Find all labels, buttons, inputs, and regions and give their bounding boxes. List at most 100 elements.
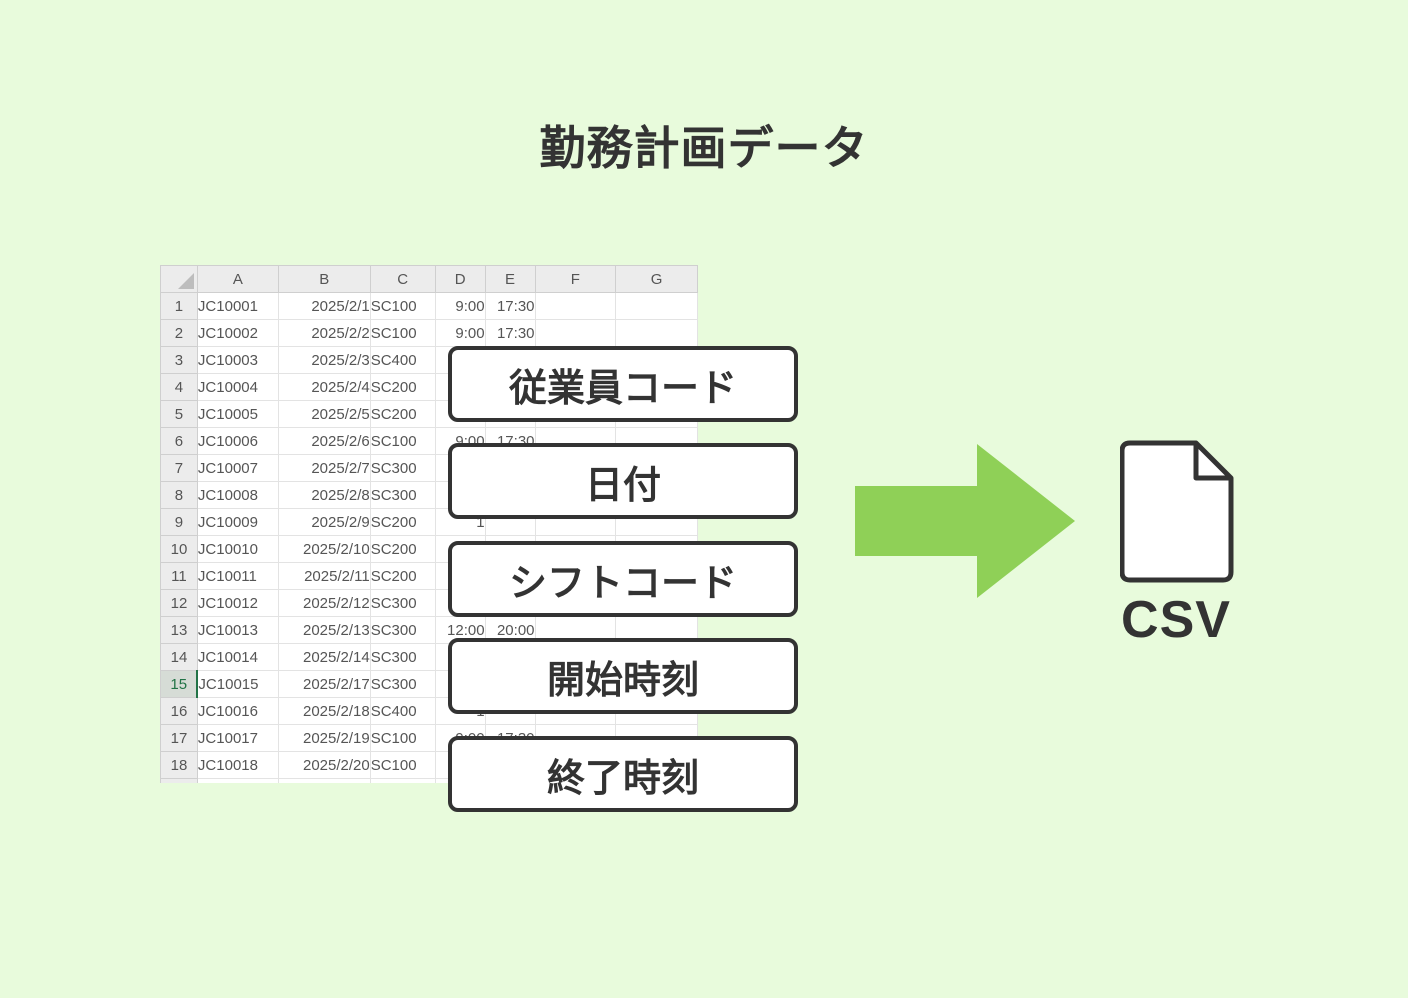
table-cell[interactable]: JC10016 [196,697,279,725]
row-header[interactable]: 16 [160,697,198,725]
row-header[interactable]: 10 [160,535,198,563]
table-cell[interactable]: SC300 [369,454,436,482]
right-arrow-icon [855,444,1075,598]
row-header[interactable]: 19 [160,778,198,783]
row-header[interactable]: 8 [160,481,198,509]
table-cell[interactable]: SC300 [369,616,436,644]
row-header[interactable]: 14 [160,643,198,671]
table-cell[interactable]: SC400 [369,778,436,783]
table-cell[interactable]: 2025/2/12 [277,589,371,617]
table-cell[interactable]: SC100 [369,751,436,779]
table-cell[interactable]: 2025/2/10 [277,535,371,563]
table-cell[interactable] [534,292,617,320]
row-header[interactable]: 6 [160,427,198,455]
page-title: 勤務計画データ [539,121,869,175]
table-cell[interactable] [534,319,617,347]
table-cell[interactable]: 17:30 [484,292,536,320]
table-cell[interactable]: 2025/2/18 [277,697,371,725]
table-cell[interactable]: SC100 [369,427,436,455]
table-cell[interactable]: 9:00 [434,292,486,320]
row-header[interactable]: 12 [160,589,198,617]
table-cell[interactable]: SC300 [369,481,436,509]
table-cell[interactable]: 2025/2/1 [277,292,371,320]
row-header[interactable]: 4 [160,373,198,401]
table-cell[interactable]: 2025/2/9 [277,508,371,536]
table-cell[interactable]: JC10018 [196,751,279,779]
table-cell[interactable]: 17:30 [484,319,536,347]
field-end-time: 終了時刻 [448,736,798,812]
csv-label: CSV [1121,591,1231,649]
table-cell[interactable]: SC300 [369,643,436,671]
row-header[interactable]: 9 [160,508,198,536]
table-cell[interactable]: JC10012 [196,589,279,617]
table-cell[interactable]: JC10005 [196,400,279,428]
table-cell[interactable]: SC300 [369,670,436,698]
table-cell[interactable]: JC10011 [196,562,279,590]
table-cell[interactable]: SC200 [369,535,436,563]
row-header[interactable]: 17 [160,724,198,752]
table-cell[interactable]: 2025/2/2 [277,319,371,347]
row-header[interactable]: 11 [160,562,198,590]
table-cell[interactable]: SC100 [369,292,436,320]
table-cell[interactable] [615,319,698,347]
table-cell[interactable]: SC200 [369,373,436,401]
table-cell[interactable]: 9:00 [434,319,486,347]
table-cell[interactable]: SC300 [369,589,436,617]
column-header-row: A B C D E F G [160,265,698,293]
table-cell[interactable]: JC10019 [196,778,279,783]
table-cell[interactable]: JC10008 [196,481,279,509]
table-cell[interactable]: 2025/2/14 [277,643,371,671]
column-header[interactable]: A [196,265,279,293]
column-header[interactable]: B [277,265,371,293]
table-cell[interactable]: JC10013 [196,616,279,644]
table-cell[interactable]: JC10015 [196,670,279,698]
table-cell[interactable]: 2025/2/20 [277,751,371,779]
table-cell[interactable]: JC10006 [196,427,279,455]
table-cell[interactable]: SC200 [369,400,436,428]
table-cell[interactable]: JC10004 [196,373,279,401]
table-cell[interactable]: 2025/2/13 [277,616,371,644]
table-cell[interactable]: SC200 [369,562,436,590]
table-cell[interactable]: 2025/2/19 [277,724,371,752]
table-cell[interactable]: 2025/2/17 [277,670,371,698]
table-cell[interactable]: SC400 [369,346,436,374]
select-all-corner[interactable] [160,265,198,293]
column-header[interactable]: G [615,265,698,293]
column-header[interactable]: D [434,265,486,293]
table-cell[interactable] [615,292,698,320]
table-cell[interactable]: JC10009 [196,508,279,536]
table-cell[interactable]: JC10017 [196,724,279,752]
row-header[interactable]: 3 [160,346,198,374]
table-cell[interactable]: 2025/2/7 [277,454,371,482]
table-cell[interactable]: 2025/2/21 [277,778,371,783]
table-cell[interactable]: 2025/2/4 [277,373,371,401]
column-header[interactable]: F [534,265,617,293]
row-header[interactable]: 15 [160,670,199,698]
field-shift-code: シフトコード [448,541,798,617]
table-cell[interactable]: JC10010 [196,535,279,563]
row-header[interactable]: 5 [160,400,198,428]
table-cell[interactable]: SC200 [369,508,436,536]
table-cell[interactable]: 2025/2/3 [277,346,371,374]
row-header[interactable]: 7 [160,454,198,482]
row-header[interactable]: 2 [160,319,198,347]
table-cell[interactable]: SC100 [369,724,436,752]
column-header[interactable]: C [369,265,436,293]
table-cell[interactable]: 2025/2/11 [277,562,371,590]
table-cell[interactable]: JC10001 [196,292,279,320]
table-cell[interactable]: 2025/2/6 [277,427,371,455]
row-header[interactable]: 18 [160,751,198,779]
table-cell[interactable]: JC10007 [196,454,279,482]
row-header[interactable]: 1 [160,292,198,320]
column-header[interactable]: E [484,265,536,293]
table-cell[interactable]: SC400 [369,697,436,725]
table-cell[interactable]: JC10014 [196,643,279,671]
table-cell[interactable]: SC100 [369,319,436,347]
table-cell[interactable]: 2025/2/8 [277,481,371,509]
table-cell[interactable]: JC10002 [196,319,279,347]
table-cell[interactable]: 2025/2/5 [277,400,371,428]
table-cell[interactable]: JC10003 [196,346,279,374]
row-header[interactable]: 13 [160,616,198,644]
